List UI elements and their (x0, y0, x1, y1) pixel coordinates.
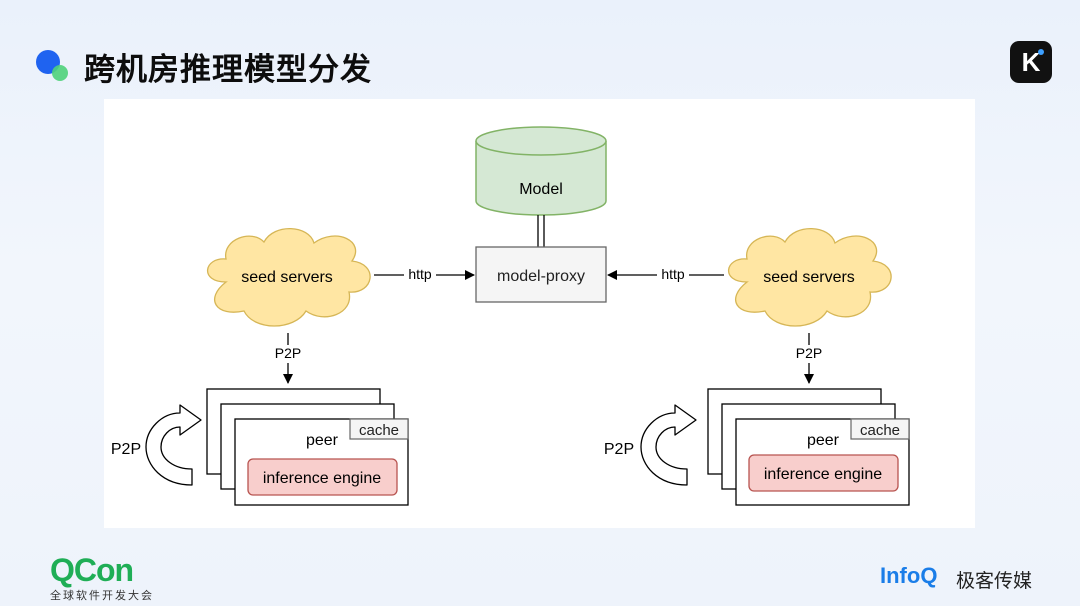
cache-left-label: cache (359, 422, 399, 439)
infoq-logo: InfoQ (880, 563, 938, 588)
model-proxy-box (475, 246, 607, 303)
architecture-diagram: Model model-proxy seed servers seed serv… (111, 126, 910, 506)
model-proxy-label: model-proxy (497, 268, 585, 285)
inference-engine-right-label: inference engine (764, 466, 882, 483)
p2p-right-down-label: P2P (796, 345, 822, 361)
peer-stack-left: peer cache inference engine (206, 388, 409, 506)
cache-right-label: cache (860, 422, 900, 439)
http-right-label-bg (657, 266, 689, 282)
seed-servers-right-label: seed servers (763, 269, 855, 286)
seed-servers-left-label: seed servers (241, 269, 333, 286)
diagram-panel: Model model-proxy seed servers seed serv… (104, 99, 975, 528)
title-bullet-accent-icon (52, 65, 68, 81)
k-logo-icon: K (1010, 41, 1052, 83)
cache-right-box (850, 418, 910, 440)
qcon-logo: QCon 全球软件开发大会 (50, 553, 154, 603)
cache-left-box (349, 418, 409, 440)
p2p-left-curved-arrow-icon (145, 404, 202, 486)
qcon-logo-text: QCon (50, 552, 134, 588)
inference-engine-right-box (748, 454, 899, 492)
peer-left-label: peer (306, 432, 339, 449)
model-label: Model (519, 181, 563, 198)
k-logo-letter: K (1021, 47, 1041, 77)
peer-right-label: peer (807, 432, 840, 449)
seed-servers-right-cloud: seed servers (727, 228, 892, 327)
http-left-label: http (408, 266, 432, 282)
media-label: 极客传媒 (956, 570, 1033, 592)
http-left-label-bg (404, 266, 436, 282)
p2p-right-curved-arrow-icon (640, 404, 697, 486)
inference-engine-left-label: inference engine (263, 470, 381, 487)
p2p-right-down-bg (791, 345, 827, 363)
p2p-left-down-label: P2P (275, 345, 301, 361)
p2p-left-side-label: P2P (111, 441, 141, 458)
model-database: Model (475, 126, 607, 216)
seed-servers-left-cloud: seed servers (206, 228, 371, 327)
p2p-left-down-bg (270, 345, 306, 363)
qcon-subtitle: 全球软件开发大会 (50, 589, 154, 602)
peer-stack-right: peer cache inference engine (707, 388, 910, 506)
http-right-label: http (661, 266, 685, 282)
p2p-right-side-label: P2P (604, 441, 634, 458)
inference-engine-left-box (247, 458, 398, 496)
k-logo-dot (1038, 49, 1044, 55)
slide-title: 跨机房推理模型分发 (84, 52, 372, 88)
